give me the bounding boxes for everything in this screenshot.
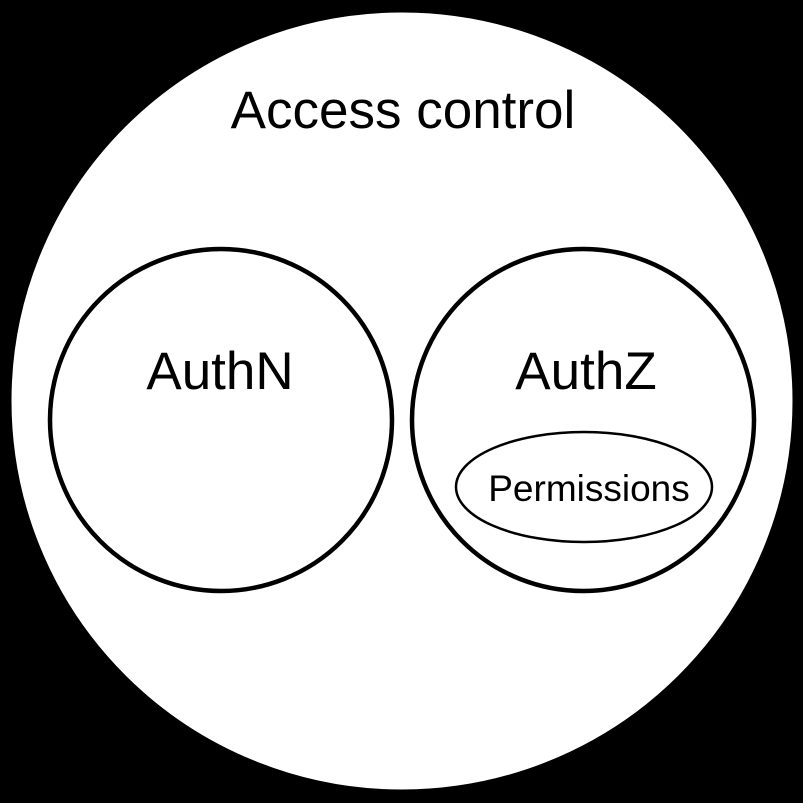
authn-circle [47, 246, 395, 594]
permissions-ellipse [454, 430, 714, 544]
access-control-circle [8, 9, 796, 793]
authn-label: AuthN [146, 342, 293, 401]
access-control-label: Access control [231, 81, 576, 140]
authz-label: AuthZ [515, 342, 656, 401]
permissions-label: Permissions [488, 468, 690, 509]
